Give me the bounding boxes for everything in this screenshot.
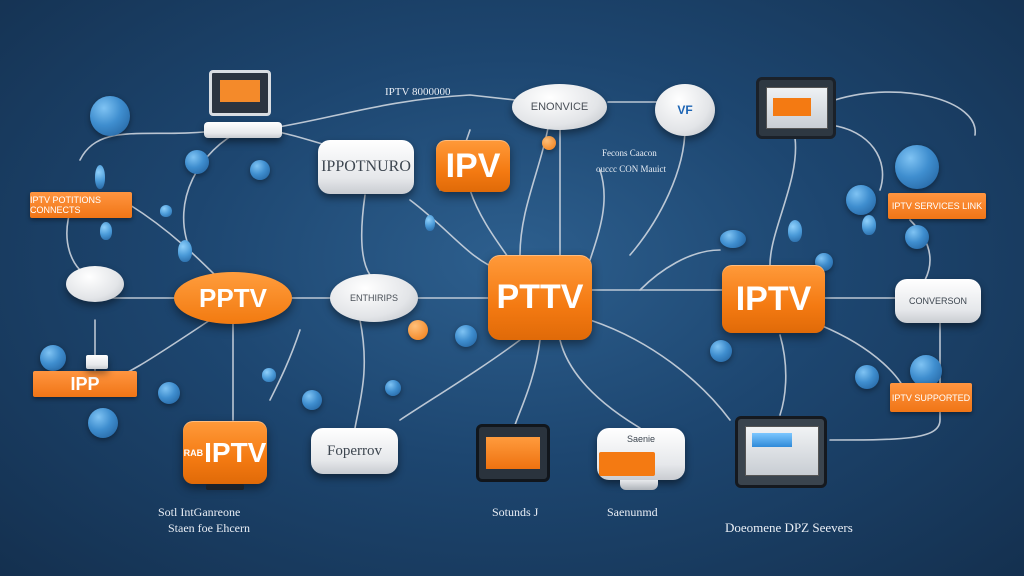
media-monitor[interactable] <box>476 424 550 482</box>
iptv-main-node[interactable]: IPTV <box>722 265 825 333</box>
pttv-main-node[interactable]: PTTV <box>488 255 592 340</box>
settop-device-label: Saenie <box>626 434 656 444</box>
network-drop <box>425 215 435 231</box>
ipv-node[interactable]: IPV <box>436 140 510 192</box>
network-drop <box>95 165 105 189</box>
caption-bottom-right: Doeomene DPZ Seevers <box>725 520 853 535</box>
caption-bottom-mid-2: Saenunmd <box>607 505 658 519</box>
network-orb <box>90 96 130 136</box>
right-top-label-text: IPTV SERVICES LINK <box>891 201 983 211</box>
network-orb <box>455 325 477 347</box>
network-orb <box>88 408 118 438</box>
settop-device-screen <box>599 452 655 476</box>
left-top-label-text: IPTV POTITIONS CONNECTS <box>30 195 102 215</box>
network-orb <box>40 345 66 371</box>
network-orb <box>185 150 209 174</box>
network-orb <box>905 225 929 249</box>
iptv-main-node-label: IPTV <box>735 279 812 318</box>
network-orb <box>302 390 322 410</box>
network-drop <box>862 215 876 235</box>
network-orb <box>710 340 732 362</box>
pttv-main-node-label: PTTV <box>496 278 584 316</box>
center-top-text-1: Fecons Caacon <box>602 148 657 158</box>
network-drop <box>178 240 192 262</box>
network-orb <box>720 230 746 248</box>
orange-dot <box>408 320 428 340</box>
right-bottom-label[interactable]: IPTV SUPPORTED <box>890 383 972 412</box>
caption-bottom-left-2: Staen foe Ehcern <box>168 521 250 535</box>
service-badge-label: VF <box>677 103 693 117</box>
enthirips-node-label: ENTHIRIPS <box>349 293 398 303</box>
network-orb <box>855 365 879 389</box>
network-orb <box>385 380 401 396</box>
caption-bottom-left-1: Sotl IntGanreone <box>158 505 241 519</box>
network-orb <box>910 355 942 387</box>
tv-screen-icon <box>766 87 828 129</box>
pptv-node[interactable]: PPTV <box>174 272 292 324</box>
center-top-text-2: ouccc CON Mauict <box>596 164 666 174</box>
foperrov-node[interactable]: Foperrov <box>311 428 398 474</box>
service-oval[interactable]: ENONVICE <box>512 84 607 130</box>
router-screen <box>220 80 260 102</box>
iptv-bottom-node[interactable]: RAB IPTV <box>183 421 267 484</box>
settop-stand <box>620 480 658 490</box>
orange-dot <box>542 136 556 150</box>
left-top-label[interactable]: IPTV POTITIONS CONNECTS <box>30 192 132 218</box>
right-tv-monitor[interactable] <box>735 416 827 488</box>
router-caption: IPTV 8000000 <box>385 86 451 98</box>
converson-node[interactable]: CONVERSON <box>895 279 981 323</box>
ipv-node-label: IPV <box>445 146 501 185</box>
small-hub[interactable] <box>86 355 108 369</box>
tv-monitor[interactable] <box>756 77 836 139</box>
right-tv-content <box>752 433 792 447</box>
pptv-node-label: PPTV <box>199 282 267 313</box>
network-drop <box>160 205 172 217</box>
ippotnuro-node-label: IPPOTNURO <box>321 158 411 175</box>
settop-device[interactable]: Saenie <box>597 428 685 480</box>
ipp-label[interactable]: IPP <box>33 371 137 397</box>
media-screen <box>486 437 540 469</box>
network-orb <box>895 145 939 189</box>
network-drop <box>100 222 112 240</box>
ippotnuro-node[interactable]: IPPOTNURO <box>318 140 414 194</box>
network-orb <box>846 185 876 215</box>
network-orb <box>158 382 180 404</box>
router-base[interactable] <box>204 122 282 138</box>
right-top-label[interactable]: IPTV SERVICES LINK <box>888 193 986 219</box>
network-drop <box>262 368 276 382</box>
router-monitor[interactable] <box>209 70 271 116</box>
network-orb <box>250 160 270 180</box>
converson-node-label: CONVERSON <box>908 296 967 306</box>
right-tv-screen <box>745 426 819 476</box>
iptv-bottom-prefix: RAB <box>183 447 204 458</box>
iptv-bottom-node-label: IPTV <box>204 436 267 468</box>
enthirips-node[interactable]: ENTHIRIPS <box>330 274 418 322</box>
network-drop <box>788 220 802 242</box>
service-badge[interactable]: VF <box>655 84 715 136</box>
right-bottom-label-text: IPTV SUPPORTED <box>891 392 971 403</box>
tv-screen-content <box>773 98 811 116</box>
left-oval-node[interactable] <box>66 266 124 302</box>
caption-bottom-mid-1: Sotunds J <box>492 505 539 519</box>
ipp-label-text: IPP <box>70 373 100 394</box>
iptv-bottom-stand <box>206 484 244 490</box>
foperrov-node-label: Foperrov <box>327 442 382 459</box>
service-oval-label: ENONVICE <box>530 101 589 113</box>
